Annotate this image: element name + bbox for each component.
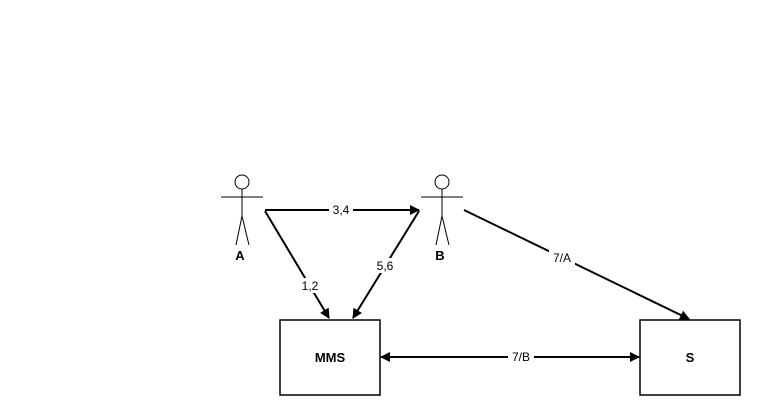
- box-s-label: S: [686, 350, 695, 365]
- edge-a-to-b-label-bg: [329, 202, 353, 217]
- edge-a-to-b-label: 3,4: [333, 203, 350, 217]
- edge-b-to-mms-label-bg: [373, 258, 397, 273]
- edge-b-to-s-label-bg: [549, 250, 575, 265]
- edge-mms-s-label: 7/B: [512, 350, 530, 364]
- actor-a-figure-icon: [221, 174, 263, 246]
- edge-a-to-mms-label: 1,2: [302, 279, 319, 293]
- edge-a-to-b[interactable]: 3,4: [265, 202, 420, 217]
- edge-b-to-s-label: 7/A: [553, 251, 571, 265]
- box-mms-label: MMS: [315, 350, 346, 365]
- edge-b-to-mms-label: 5,6: [377, 259, 394, 273]
- box-mms[interactable]: MMS: [279, 319, 381, 396]
- actor-b[interactable]: B: [421, 174, 463, 263]
- edge-a-to-mms[interactable]: 1,2: [264, 210, 330, 319]
- edge-a-to-mms-line: [264, 210, 330, 319]
- box-mms-rect: [279, 319, 381, 396]
- actor-a[interactable]: A: [221, 174, 263, 263]
- edge-mms-s[interactable]: 7/B: [380, 349, 640, 364]
- edge-a-to-mms-label-bg: [298, 278, 322, 293]
- edge-b-to-s-line: [463, 209, 690, 320]
- box-s-rect: [639, 319, 741, 396]
- actor-b-figure-icon: [421, 174, 463, 246]
- box-s[interactable]: S: [639, 319, 741, 396]
- edge-mms-s-label-bg: [508, 349, 534, 364]
- edge-b-to-mms[interactable]: 5,6: [352, 210, 420, 319]
- actor-b-label: B: [435, 248, 444, 263]
- edge-b-to-s[interactable]: 7/A: [463, 209, 690, 320]
- actor-a-label: A: [235, 248, 245, 263]
